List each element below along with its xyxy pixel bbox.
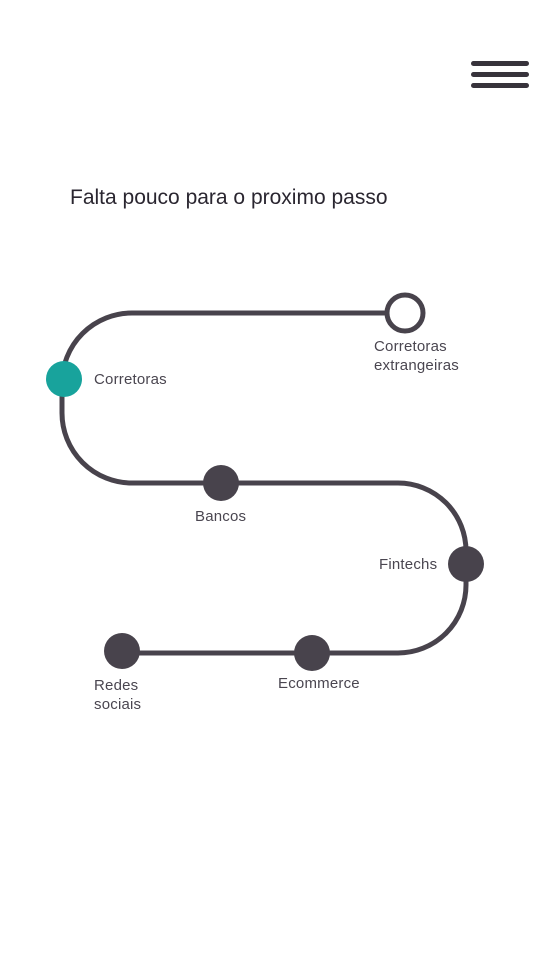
step-node-fintechs[interactable] xyxy=(448,546,484,582)
step-label-fintechs: Fintechs xyxy=(379,556,438,573)
step-label-ecommerce: Ecommerce xyxy=(278,675,360,692)
step-label-corretoras-extrangeiras: Corretoras extrangeiras xyxy=(374,338,459,374)
step-label-bancos: Bancos xyxy=(195,508,247,525)
step-label-redes-sociais: Redes sociais xyxy=(94,677,142,713)
roadmap-path xyxy=(59,310,469,656)
step-node-ecommerce[interactable] xyxy=(294,635,330,671)
page-title: Falta pouco para o proximo passo xyxy=(70,186,388,209)
step-node-corretoras-extrangeiras[interactable] xyxy=(384,292,426,334)
menu-button[interactable] xyxy=(468,58,532,96)
step-label-corretoras: Corretoras xyxy=(94,371,167,388)
step-node-corretoras[interactable] xyxy=(46,361,82,397)
step-node-redes-sociais[interactable] xyxy=(104,633,140,669)
step-node-bancos[interactable] xyxy=(203,465,239,501)
